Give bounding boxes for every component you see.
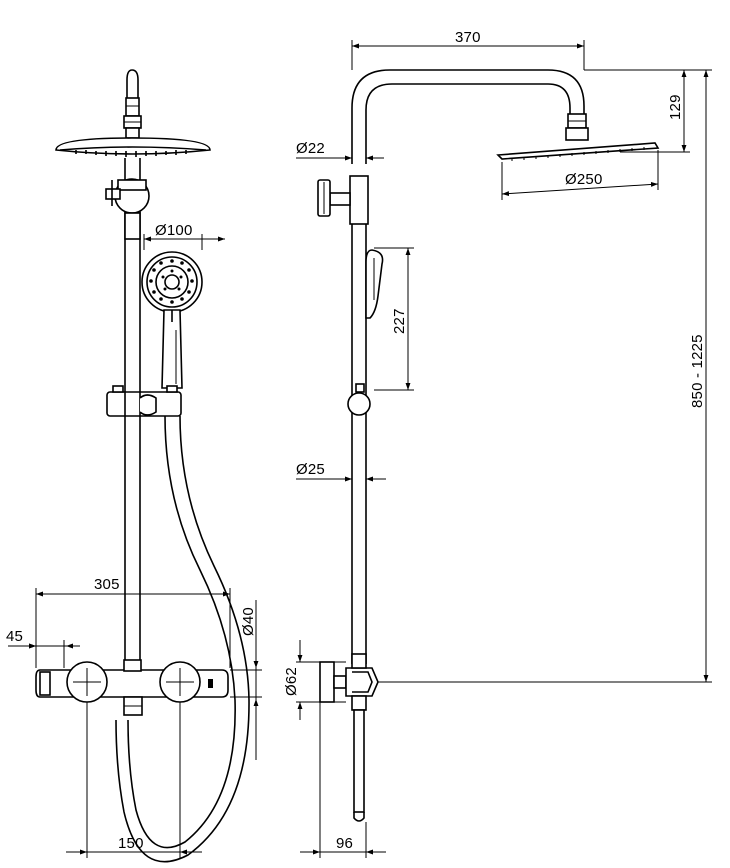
dim-label-handshower-length: 227 <box>391 308 408 334</box>
dim-label-arm-reach: 370 <box>455 29 481 46</box>
dim-body-diameter: Ø62 <box>283 640 346 720</box>
dim-label-handshower-diameter: Ø100 <box>155 222 193 239</box>
handshower-nozzles <box>149 259 194 304</box>
shower-nozzles <box>75 150 187 157</box>
dim-head-diameter: Ø250 <box>501 150 659 200</box>
dim-pipe-upper: Ø22 <box>296 140 384 161</box>
side-slide-knob <box>347 392 371 416</box>
dim-label-wall-offset: 96 <box>336 835 353 852</box>
side-shower-nozzles <box>511 147 645 161</box>
dim-label-pipe-lower: Ø25 <box>296 461 325 478</box>
dim-handshower-length: 227 <box>374 247 414 391</box>
dim-bar-width: 305 <box>35 576 231 668</box>
dim-label-inlet-spacing: 150 <box>118 835 144 852</box>
slide-holder <box>106 385 182 417</box>
side-thermostatic-body <box>319 653 379 822</box>
thermostatic-body <box>35 659 229 716</box>
side-rain-shower-head <box>496 142 660 161</box>
front-view: Ø100 305 45 Ø40 <box>6 69 262 863</box>
side-view: 370 129 Ø22 Ø250 227 <box>283 29 712 858</box>
side-handshower <box>355 249 384 393</box>
dim-label-body-height: Ø40 <box>240 607 257 636</box>
dim-inlet-spacing: 150 <box>66 702 202 858</box>
side-riser-arm <box>351 69 589 164</box>
dim-label-pipe-upper: Ø22 <box>296 140 325 157</box>
dim-label-head-drop: 129 <box>667 94 684 120</box>
dim-offset: 45 <box>6 628 80 668</box>
dim-body-height: Ø40 <box>230 600 262 760</box>
dim-label-body-diameter: Ø62 <box>283 667 300 696</box>
dim-handshower-diameter: Ø100 <box>143 222 225 250</box>
side-diverter-valve <box>317 175 369 225</box>
shower-hose <box>115 415 250 863</box>
dim-label-bar-width: 305 <box>94 576 120 593</box>
dim-arm-reach: 370 <box>351 29 585 70</box>
dim-label-height-range: 850 - 1225 <box>689 334 706 408</box>
dim-pipe-lower: Ø25 <box>296 461 386 482</box>
side-riser-lower <box>351 224 367 664</box>
diverter-valve <box>105 178 150 240</box>
dim-label-offset: 45 <box>6 628 23 645</box>
riser-top-pipe <box>123 69 142 139</box>
rain-shower-head <box>55 137 211 157</box>
dim-head-drop: 129 <box>584 69 712 153</box>
handshower <box>141 251 203 389</box>
dim-label-head-diameter: Ø250 <box>565 171 603 188</box>
dim-wall-offset: 96 <box>300 702 386 858</box>
dim-height-range: 850 - 1225 <box>378 70 712 683</box>
